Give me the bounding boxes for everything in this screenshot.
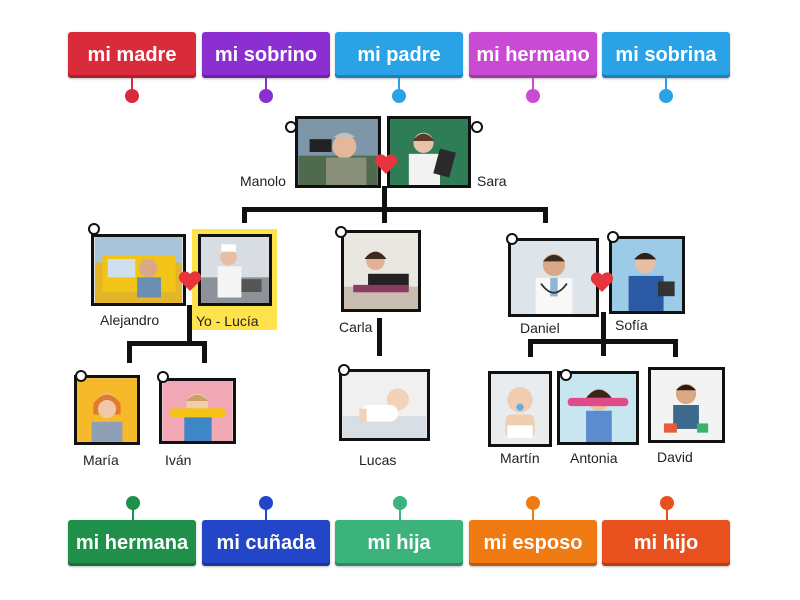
name-yo-lucia: Yo - Lucía — [196, 313, 259, 329]
pin-dot — [126, 496, 140, 510]
pin-line — [265, 78, 267, 92]
pin-dot — [660, 496, 674, 510]
name-manolo: Manolo — [240, 173, 286, 189]
name-martin: Martín — [500, 450, 540, 466]
pin-dot — [392, 89, 406, 103]
pin-line — [532, 78, 534, 92]
photo-david — [648, 367, 725, 443]
target-slot[interactable] — [75, 370, 87, 382]
tag-mi-madre[interactable]: mi madre — [68, 32, 196, 78]
name-carla: Carla — [339, 319, 373, 335]
photo-maria — [74, 375, 140, 445]
tree-line — [187, 305, 192, 345]
target-slot[interactable] — [506, 233, 518, 245]
tag-mi-hija[interactable]: mi hija — [335, 520, 463, 566]
pin-line — [532, 508, 534, 520]
heart-icon — [178, 271, 202, 291]
heart-icon — [374, 154, 398, 174]
tag-mi-hermana[interactable]: mi hermana — [68, 520, 196, 566]
name-david: David — [657, 449, 693, 465]
tree-line — [242, 207, 247, 223]
target-slot[interactable] — [560, 369, 572, 381]
tree-line — [127, 341, 207, 346]
pin-line — [131, 78, 133, 92]
tag-mi-sobrina[interactable]: mi sobrina — [602, 32, 730, 78]
name-maria: María — [83, 452, 119, 468]
target-slot[interactable] — [88, 223, 100, 235]
tree-line — [127, 341, 132, 363]
tag-mi-padre[interactable]: mi padre — [335, 32, 463, 78]
photo-yo-lucia — [198, 234, 272, 306]
target-slot[interactable] — [285, 121, 297, 133]
pin-line — [399, 508, 401, 520]
tree-line — [673, 339, 678, 357]
photo-manolo — [295, 116, 381, 188]
pin-dot — [526, 496, 540, 510]
name-sofia: Sofía — [615, 317, 648, 333]
tree-line — [528, 339, 678, 344]
tree-line — [543, 207, 548, 223]
name-alejandro: Alejandro — [100, 312, 160, 328]
pin-dot — [659, 89, 673, 103]
photo-carla — [341, 230, 421, 312]
photo-martin — [488, 371, 552, 447]
photo-sofia — [609, 236, 685, 314]
target-slot[interactable] — [607, 231, 619, 243]
target-slot[interactable] — [335, 226, 347, 238]
tree-line — [528, 339, 533, 357]
tag-mi-hijo[interactable]: mi hijo — [602, 520, 730, 566]
tag-mi-esposo[interactable]: mi esposo — [469, 520, 597, 566]
photo-alejandro — [91, 234, 186, 306]
name-antonia: Antonia — [570, 450, 618, 466]
pin-line — [665, 78, 667, 92]
name-daniel: Daniel — [520, 320, 560, 336]
pin-dot — [393, 496, 407, 510]
tree-line — [242, 207, 548, 212]
target-slot[interactable] — [471, 121, 483, 133]
name-lucas: Lucas — [359, 452, 397, 468]
heart-icon — [590, 272, 614, 292]
pin-dot — [259, 89, 273, 103]
pin-dot — [125, 89, 139, 103]
tree-line — [202, 341, 207, 363]
pin-dot — [526, 89, 540, 103]
pin-line — [132, 508, 134, 520]
tree-line — [382, 186, 387, 210]
pin-line — [265, 508, 267, 520]
tree-line — [601, 312, 606, 356]
name-ivan: Iván — [165, 452, 192, 468]
tag-mi-hermano[interactable]: mi hermano — [469, 32, 597, 78]
photo-sara — [387, 116, 471, 188]
photo-ivan — [159, 378, 236, 444]
photo-lucas — [339, 369, 430, 441]
pin-line — [666, 508, 668, 520]
name-sara: Sara — [477, 173, 507, 189]
tree-line — [377, 318, 382, 356]
pin-dot — [259, 496, 273, 510]
photo-antonia — [557, 371, 639, 445]
tag-mi-cunada[interactable]: mi cuñada — [202, 520, 330, 566]
photo-daniel — [508, 238, 599, 317]
target-slot[interactable] — [338, 364, 350, 376]
tree-line — [382, 207, 387, 223]
target-slot[interactable] — [157, 371, 169, 383]
pin-line — [398, 78, 400, 92]
tag-mi-sobrino[interactable]: mi sobrino — [202, 32, 330, 78]
